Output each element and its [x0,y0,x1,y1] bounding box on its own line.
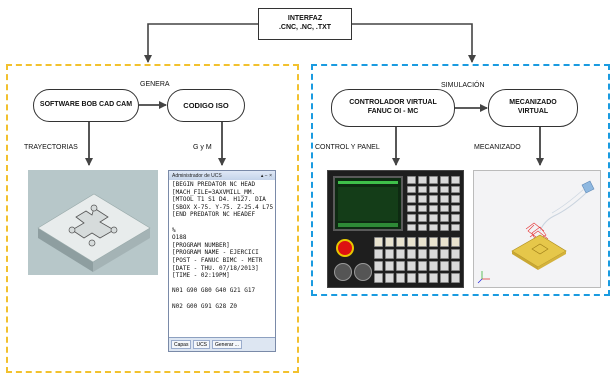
mecanizado-virtual-node: MECANIZADO VIRTUAL [488,89,578,127]
bobcad-region [6,64,299,373]
nc-code-line: [PROGRAM NUMBER] [172,241,230,249]
nc-code-line [172,280,272,288]
interfaz-box: INTERFAZ .CNC, .NC, .TXT [258,8,352,40]
trayectorias-label: TRAYECTORIAS [24,144,78,151]
nc-code-line: [END PREDATOR NC HEADEF [172,211,256,219]
nc-code-line: N02 G00 G91 G28 Z0 [172,302,238,310]
tab-ucs[interactable]: UCS [193,340,211,349]
arrow-interfaz-left [144,23,258,63]
nc-code-line: [MTOOL T1 S1 D4. H127. DIA [172,196,266,204]
mecanizado-label-line2: VIRTUAL [517,108,549,115]
virtual-machining-image [473,170,601,288]
mecanizado-small-label: MECANIZADO [474,144,521,151]
tab-capas[interactable]: Capas [171,340,192,349]
code-window-titlebar[interactable]: Administrador de UCS ▴ − × [169,171,275,180]
interfaz-subtitle: .CNC, .NC, .TXT [278,24,332,31]
nc-code-line [172,219,272,227]
interfaz-title: INTERFAZ [287,15,323,23]
controlador-label-line2: FANUC OI - MC [367,108,419,115]
nc-code-line: [BEGIN PREDATOR NC HEAD [172,181,256,188]
nc-code-text: [BEGIN PREDATOR NC HEAD[MACH_FILE=3AXVMI… [169,180,275,332]
software-bobcad-node: SOFTWARE BOB CAD CAM [33,89,139,122]
control-panel-label: CONTROL Y PANEL [315,144,380,151]
machining-scene [474,171,600,287]
code-window-tabs: Capas UCS Generar ... [169,337,275,351]
nc-code-window: Administrador de UCS ▴ − × [BEGIN PREDAT… [168,170,276,352]
window-controls-icon[interactable]: ▴ − × [260,172,272,179]
simulation-region [311,64,610,296]
genera-label: GENERA [140,81,170,88]
nc-code-line: [POST - FANUC BIMC - METR [172,256,263,264]
arrow-interfaz-right [352,23,476,63]
codigo-iso-label: CODIGO ISO [183,100,229,110]
tab-generar[interactable]: Generar ... [212,340,242,349]
cnc-alpha-keypad [407,176,460,231]
mecanizado-label-line1: MECANIZADO [509,99,557,107]
fanuc-control-panel-image [327,170,464,288]
gym-label: G y M [193,144,212,151]
nc-code-line: [MACH_FILE=3AXVMILL_MM. [172,188,256,196]
feed-dial [334,263,352,281]
nc-code-line: [SBOX X-75. Y-75. Z-25.4 L75 [172,203,274,211]
nc-code-line [172,295,272,303]
nc-code-line: [DATE - THU. 07/18/2013] [172,264,259,272]
nc-code-line: % [172,226,176,234]
emergency-stop-button [336,239,354,257]
controlador-virtual-node: CONTROLADOR VIRTUAL FANUC OI - MC [331,89,455,127]
spindle-dial [354,263,372,281]
toolpath-part-image [28,170,158,275]
nc-code-line: N01 G90 G80 G40 G21 G17 [172,287,256,295]
simulacion-label: SIMULACIÓN [441,82,485,89]
nc-code-line: [TIME - 02:19PM] [172,272,230,280]
cnc-operator-keypad [374,237,460,283]
nc-code-line: [PROGRAM NAME - EJERCICI [172,249,259,257]
software-bobcad-label: SOFTWARE BOB CAD CAM [39,101,133,109]
nc-code-line: O188 [172,234,187,242]
code-window-title: Administrador de UCS [172,172,222,179]
codigo-iso-node: CODIGO ISO [167,89,245,122]
cnc-screen [333,176,403,231]
controlador-label-line1: CONTROLADOR VIRTUAL [349,99,437,107]
